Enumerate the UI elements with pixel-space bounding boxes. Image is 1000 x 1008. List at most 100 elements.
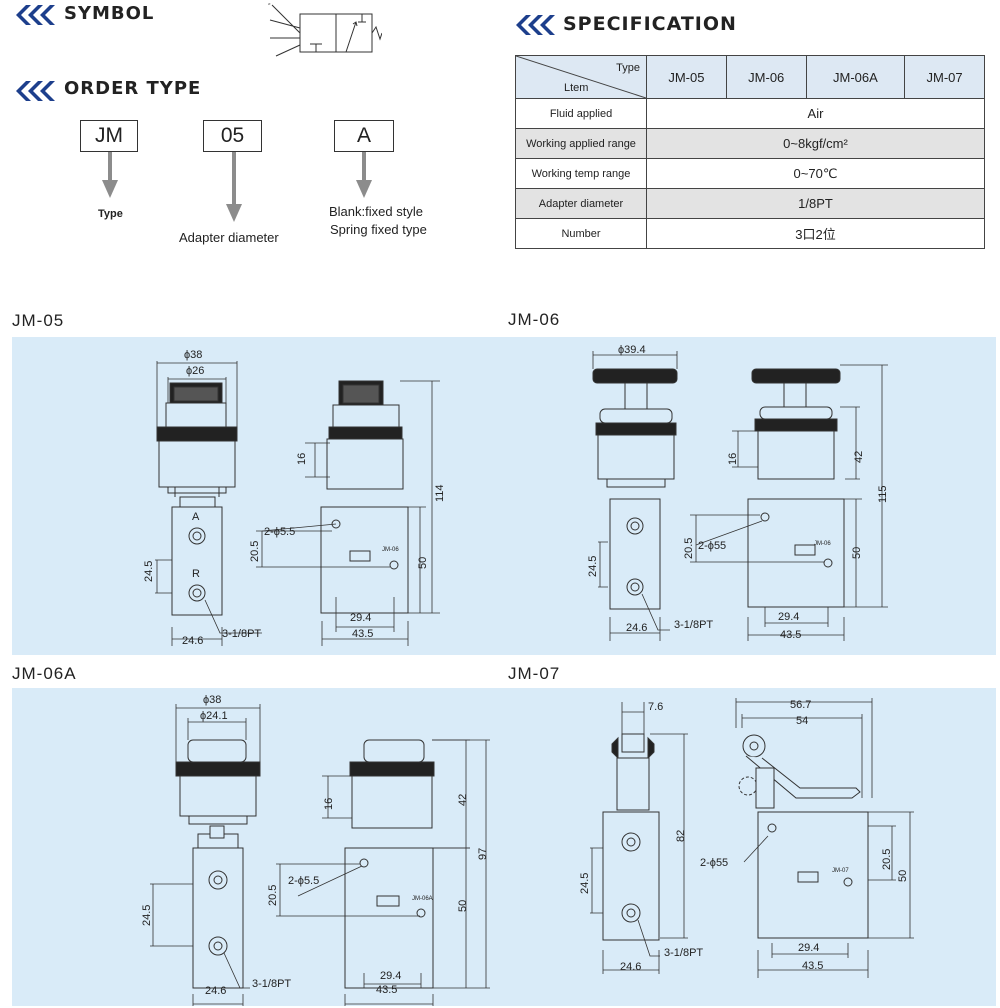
dim-label: 3-1/8PT bbox=[252, 978, 291, 990]
dim-label: 114 bbox=[434, 484, 446, 502]
specification-table: Type Ltem JM-05 JM-06 JM-06A JM-07 Fluid… bbox=[515, 55, 985, 249]
dim-label: 43.5 bbox=[780, 629, 801, 641]
dim-label: 29.4 bbox=[798, 942, 819, 954]
spec-model-jm06a: JM-06A bbox=[805, 55, 906, 99]
dim-label: 2-ϕ5.5 bbox=[288, 875, 319, 887]
order-code-style: A bbox=[334, 120, 394, 152]
dim-label: 97 bbox=[477, 848, 489, 860]
dim-label: 20.5 bbox=[683, 538, 695, 559]
dim-label: 2-ϕ5.5 bbox=[264, 526, 295, 538]
dim-label: 42 bbox=[853, 451, 865, 463]
spec-model-jm05: JM-05 bbox=[646, 55, 727, 99]
spec-row: Working temp range 0~70℃ bbox=[515, 158, 985, 189]
dim-label: 24.6 bbox=[626, 622, 647, 634]
jm06a-title: JM-06A bbox=[12, 664, 77, 683]
adapter-label: Adapter diameter bbox=[179, 230, 279, 245]
model-tag: JM-06 bbox=[814, 541, 831, 547]
spec-model-jm06: JM-06 bbox=[725, 55, 807, 99]
spec-row-label: Adapter diameter bbox=[515, 188, 647, 219]
dim-label: ϕ38 bbox=[203, 694, 221, 706]
jm06-drawing: ϕ39.4 16 42 115 50 20.5 2-ϕ55 24.5 29.4 … bbox=[587, 344, 889, 641]
dim-label: 20.5 bbox=[881, 849, 893, 870]
dim-label: ϕ39.4 bbox=[618, 344, 646, 356]
dim-label: 20.5 bbox=[249, 541, 261, 562]
dim-label: ϕ38 bbox=[184, 349, 202, 361]
dim-label: 24.6 bbox=[182, 635, 203, 647]
jm06-title: JM-06 bbox=[508, 310, 561, 329]
port-label: R bbox=[192, 568, 200, 580]
specification-title: SPECIFICATION bbox=[563, 13, 737, 35]
dim-label: 56.7 bbox=[790, 699, 811, 711]
chevrons-icon bbox=[516, 15, 555, 35]
dim-label: 50 bbox=[457, 900, 469, 912]
spec-corner-cell: Type Ltem bbox=[515, 55, 647, 99]
dim-label: 2-ϕ55 bbox=[698, 540, 726, 552]
jm05-title: JM-05 bbox=[12, 311, 65, 330]
spec-row-value: 0~8kgf/cm² bbox=[646, 128, 985, 159]
jm07-drawing: 7.6 56.7 54 82 50 20.5 2-ϕ55 24.5 29.4 4… bbox=[579, 698, 914, 978]
order-code-series: JM bbox=[80, 120, 138, 152]
spec-row-value: 1/8PT bbox=[646, 188, 985, 219]
spec-corner-item: Ltem bbox=[564, 82, 589, 94]
valve-symbol-icon: ⌀ bbox=[268, 1, 382, 57]
jm05-drawing: ϕ38 ϕ26 16 114 50 20.5 2-ϕ5.5 24.5 A R 2… bbox=[143, 349, 446, 647]
order-code-diameter: 05 bbox=[203, 120, 262, 152]
dim-label: 43.5 bbox=[802, 960, 823, 972]
spec-row: Fluid applied Air bbox=[515, 98, 985, 129]
chevrons-icon bbox=[16, 5, 55, 25]
dim-label: ϕ26 bbox=[186, 365, 204, 377]
spring-label: Spring fixed type bbox=[330, 222, 427, 237]
dim-label: 29.4 bbox=[778, 611, 799, 623]
jm07-title: JM-07 bbox=[508, 664, 561, 683]
spec-row-label: Number bbox=[515, 218, 647, 249]
dim-label: 50 bbox=[417, 557, 429, 569]
chevrons-icon bbox=[16, 81, 55, 101]
model-tag: JM-06 bbox=[382, 547, 399, 553]
dim-label: 42 bbox=[457, 794, 469, 806]
model-tag: JM-06A bbox=[412, 896, 433, 902]
dim-label: 50 bbox=[897, 870, 909, 882]
blank-label: Blank:fixed style bbox=[329, 204, 423, 219]
order-type-title: ORDER TYPE bbox=[64, 78, 202, 99]
spec-row-value: Air bbox=[646, 98, 985, 129]
dim-label: 54 bbox=[796, 715, 808, 727]
spec-row-value: 3口2位 bbox=[646, 218, 985, 249]
model-tag: JM-07 bbox=[832, 868, 849, 874]
spec-corner-type: Type bbox=[616, 62, 640, 74]
type-label: Type bbox=[98, 208, 123, 220]
spec-row: Adapter diameter 1/8PT bbox=[515, 188, 985, 219]
jm06a-drawing: ϕ38 ϕ24.1 16 42 97 50 20.5 2-ϕ5.5 24.5 2… bbox=[141, 694, 490, 1006]
dim-label: 24.5 bbox=[587, 556, 599, 577]
dim-label: 43.5 bbox=[352, 628, 373, 640]
order-arrows bbox=[102, 152, 372, 222]
dim-label: 20.5 bbox=[267, 885, 279, 906]
spec-row: Number 3口2位 bbox=[515, 218, 985, 249]
dim-label: 43.5 bbox=[376, 984, 397, 996]
spec-row-label: Working applied range bbox=[515, 128, 647, 159]
spec-row: Working applied range 0~8kgf/cm² bbox=[515, 128, 985, 159]
dim-label: 16 bbox=[727, 453, 739, 465]
spec-header-row: Type Ltem JM-05 JM-06 JM-06A JM-07 bbox=[515, 55, 985, 99]
dim-label: 2-ϕ55 bbox=[700, 857, 728, 869]
dim-label: 29.4 bbox=[380, 970, 401, 982]
port-label: A bbox=[192, 511, 200, 523]
dim-label: 50 bbox=[851, 547, 863, 559]
dim-label: 24.5 bbox=[143, 561, 155, 582]
spec-row-value: 0~70℃ bbox=[646, 158, 985, 189]
dim-label: 24.6 bbox=[205, 985, 226, 997]
spec-model-jm07: JM-07 bbox=[904, 55, 985, 99]
dim-label: 29.4 bbox=[350, 612, 371, 624]
dim-label: 115 bbox=[877, 485, 889, 503]
dim-label: 3-1/8PT bbox=[664, 947, 703, 959]
spec-row-label: Fluid applied bbox=[515, 98, 647, 129]
symbol-title: SYMBOL bbox=[64, 3, 155, 24]
dim-label: 16 bbox=[296, 453, 308, 465]
dim-label: 24.5 bbox=[579, 873, 591, 894]
svg-text:⌀: ⌀ bbox=[268, 1, 271, 6]
dim-label: 3-1/8PT bbox=[222, 628, 261, 640]
dim-label: 82 bbox=[675, 830, 687, 842]
dim-label: 24.5 bbox=[141, 905, 153, 926]
dim-label: ϕ24.1 bbox=[200, 710, 228, 722]
dim-label: 7.6 bbox=[648, 701, 663, 713]
dim-label: 24.6 bbox=[620, 961, 641, 973]
